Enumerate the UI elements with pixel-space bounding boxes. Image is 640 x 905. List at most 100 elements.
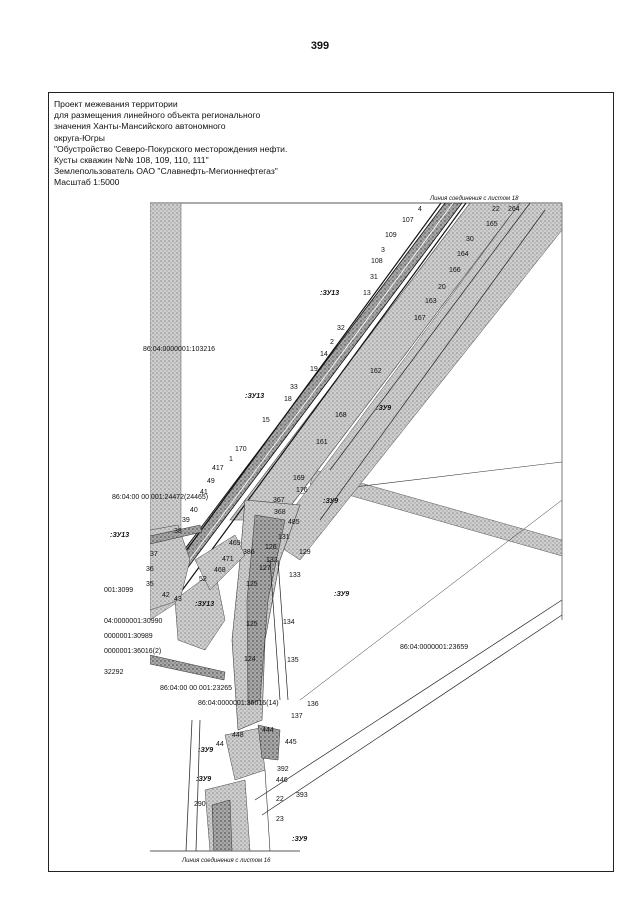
- point-label: 1: [229, 456, 233, 463]
- point-label: 35: [146, 581, 154, 588]
- parcel-label: :ЗУ9: [196, 776, 211, 783]
- point-label: 126: [265, 544, 277, 551]
- parcel-label: :ЗУ13: [245, 393, 264, 400]
- cadastral-number: 86:04:0000001:103216: [143, 346, 215, 353]
- point-label: 23: [276, 816, 284, 823]
- title-line: округа-Югры: [54, 132, 105, 143]
- point-label: 15: [262, 417, 270, 424]
- point-label: 37: [150, 551, 158, 558]
- point-label: 131: [278, 534, 290, 541]
- point-label: 32: [337, 325, 345, 332]
- point-label: 31: [370, 274, 378, 281]
- point-label: 290: [194, 801, 206, 808]
- parcel-label: :ЗУ13: [110, 532, 129, 539]
- cadastral-number: 04:0000001:30990: [104, 618, 162, 625]
- point-label: 165: [486, 221, 498, 228]
- west-road: [150, 654, 226, 681]
- west-parcel: [194, 534, 246, 591]
- point-label: 109: [385, 232, 397, 239]
- title-line: "Обустройство Северо-Покурского месторож…: [54, 143, 288, 154]
- point-label: 386: [243, 549, 255, 556]
- point-label: 471: [222, 556, 234, 563]
- road-edge: [150, 203, 442, 601]
- point-label: 40: [190, 507, 198, 514]
- point-label: 417: [212, 465, 224, 472]
- boundary-line: [254, 599, 562, 801]
- point-label: 264: [508, 206, 520, 213]
- boundary-line: [264, 769, 271, 851]
- match-line-bottom-label: Линия соединения с листом 16: [181, 858, 271, 864]
- cadastral-number: 86:04:00 00 001:23265: [160, 685, 232, 692]
- point-label: 125: [246, 581, 258, 588]
- cadastral-number: 0000001:30989: [104, 633, 153, 640]
- pipeline-line: [277, 559, 289, 701]
- point-label: 129: [299, 549, 311, 556]
- point-label: 367: [273, 497, 285, 504]
- road-centerline: [159, 203, 454, 601]
- bottom-road: [211, 799, 233, 851]
- point-label: 19: [310, 366, 318, 373]
- parcel-label: :ЗУ9: [323, 498, 338, 505]
- point-labels: 4 107 109 22 264 30 165 164 108 3 166 31…: [146, 206, 520, 823]
- point-label: 13: [363, 290, 371, 297]
- parcel-label: :ЗУ13: [195, 601, 214, 608]
- point-label: 445: [285, 739, 297, 746]
- point-label: 485: [288, 519, 300, 526]
- point-label: 44: [216, 741, 224, 748]
- point-label: 52: [199, 576, 207, 583]
- point-label: 169: [293, 475, 305, 482]
- point-label: 444: [262, 727, 274, 734]
- boundary-line: [185, 719, 193, 851]
- point-label: 368: [274, 509, 286, 516]
- point-label: 18: [284, 396, 292, 403]
- parcel-label: :ЗУ9: [376, 405, 391, 412]
- parcel-label: :ЗУ9: [198, 747, 213, 754]
- title-line: для размещения линейного объекта региона…: [54, 110, 261, 121]
- point-label: 170: [235, 446, 247, 453]
- east-parcel-strip: [309, 469, 562, 557]
- road-edge: [174, 203, 467, 601]
- point-label: 108: [371, 258, 383, 265]
- west-parcel: [150, 524, 191, 611]
- cadastral-number: 86:04:0000001:36016(14): [198, 700, 279, 707]
- point-label: 107: [402, 217, 414, 224]
- cadastral-number: 32292: [104, 669, 124, 676]
- point-label: 2: [330, 339, 334, 346]
- point-label: 135: [287, 657, 299, 664]
- parcel-label: :ЗУ13: [320, 290, 339, 297]
- boundary-line: [195, 719, 201, 851]
- point-label: 176: [296, 487, 308, 494]
- boundary-line: [299, 499, 562, 701]
- cadastral-number: 86:04:00 00 001:24472(24465): [112, 494, 208, 501]
- point-label: 49: [207, 478, 215, 485]
- cadastral-number: 001:3099: [104, 587, 133, 594]
- match-line-top-label: Линия соединения с листом 18: [429, 196, 519, 202]
- south-road-band: [246, 514, 286, 706]
- point-label: 22: [276, 796, 284, 803]
- west-road: [150, 524, 203, 545]
- boundary-line: [261, 614, 562, 816]
- parcel-label: :ЗУ9: [292, 836, 307, 843]
- point-label: 448: [232, 732, 244, 739]
- point-label: 3: [381, 247, 385, 254]
- point-label: 162: [370, 368, 382, 375]
- secondary-corridor: [269, 203, 562, 561]
- point-label: 14: [320, 351, 328, 358]
- title-line: Кусты скважин №№ 108, 109, 110, 111": [54, 155, 209, 166]
- point-label: 137: [291, 713, 303, 720]
- title-line: Проект межевания территории: [54, 99, 178, 109]
- point-label: 4: [418, 206, 422, 213]
- point-label: 469: [229, 540, 241, 547]
- point-label: 136: [307, 701, 319, 708]
- point-label: 124: [244, 656, 256, 663]
- point-label: 127: [259, 565, 271, 572]
- map-frame: [48, 92, 614, 872]
- point-label: 468: [214, 567, 226, 574]
- point-label: 30: [466, 236, 474, 243]
- point-label: 166: [449, 267, 461, 274]
- point-label: 133: [289, 572, 301, 579]
- point-label: 393: [296, 792, 308, 799]
- cadastral-number: 0000001:36016(2): [104, 648, 161, 655]
- pipeline-line: [269, 559, 281, 701]
